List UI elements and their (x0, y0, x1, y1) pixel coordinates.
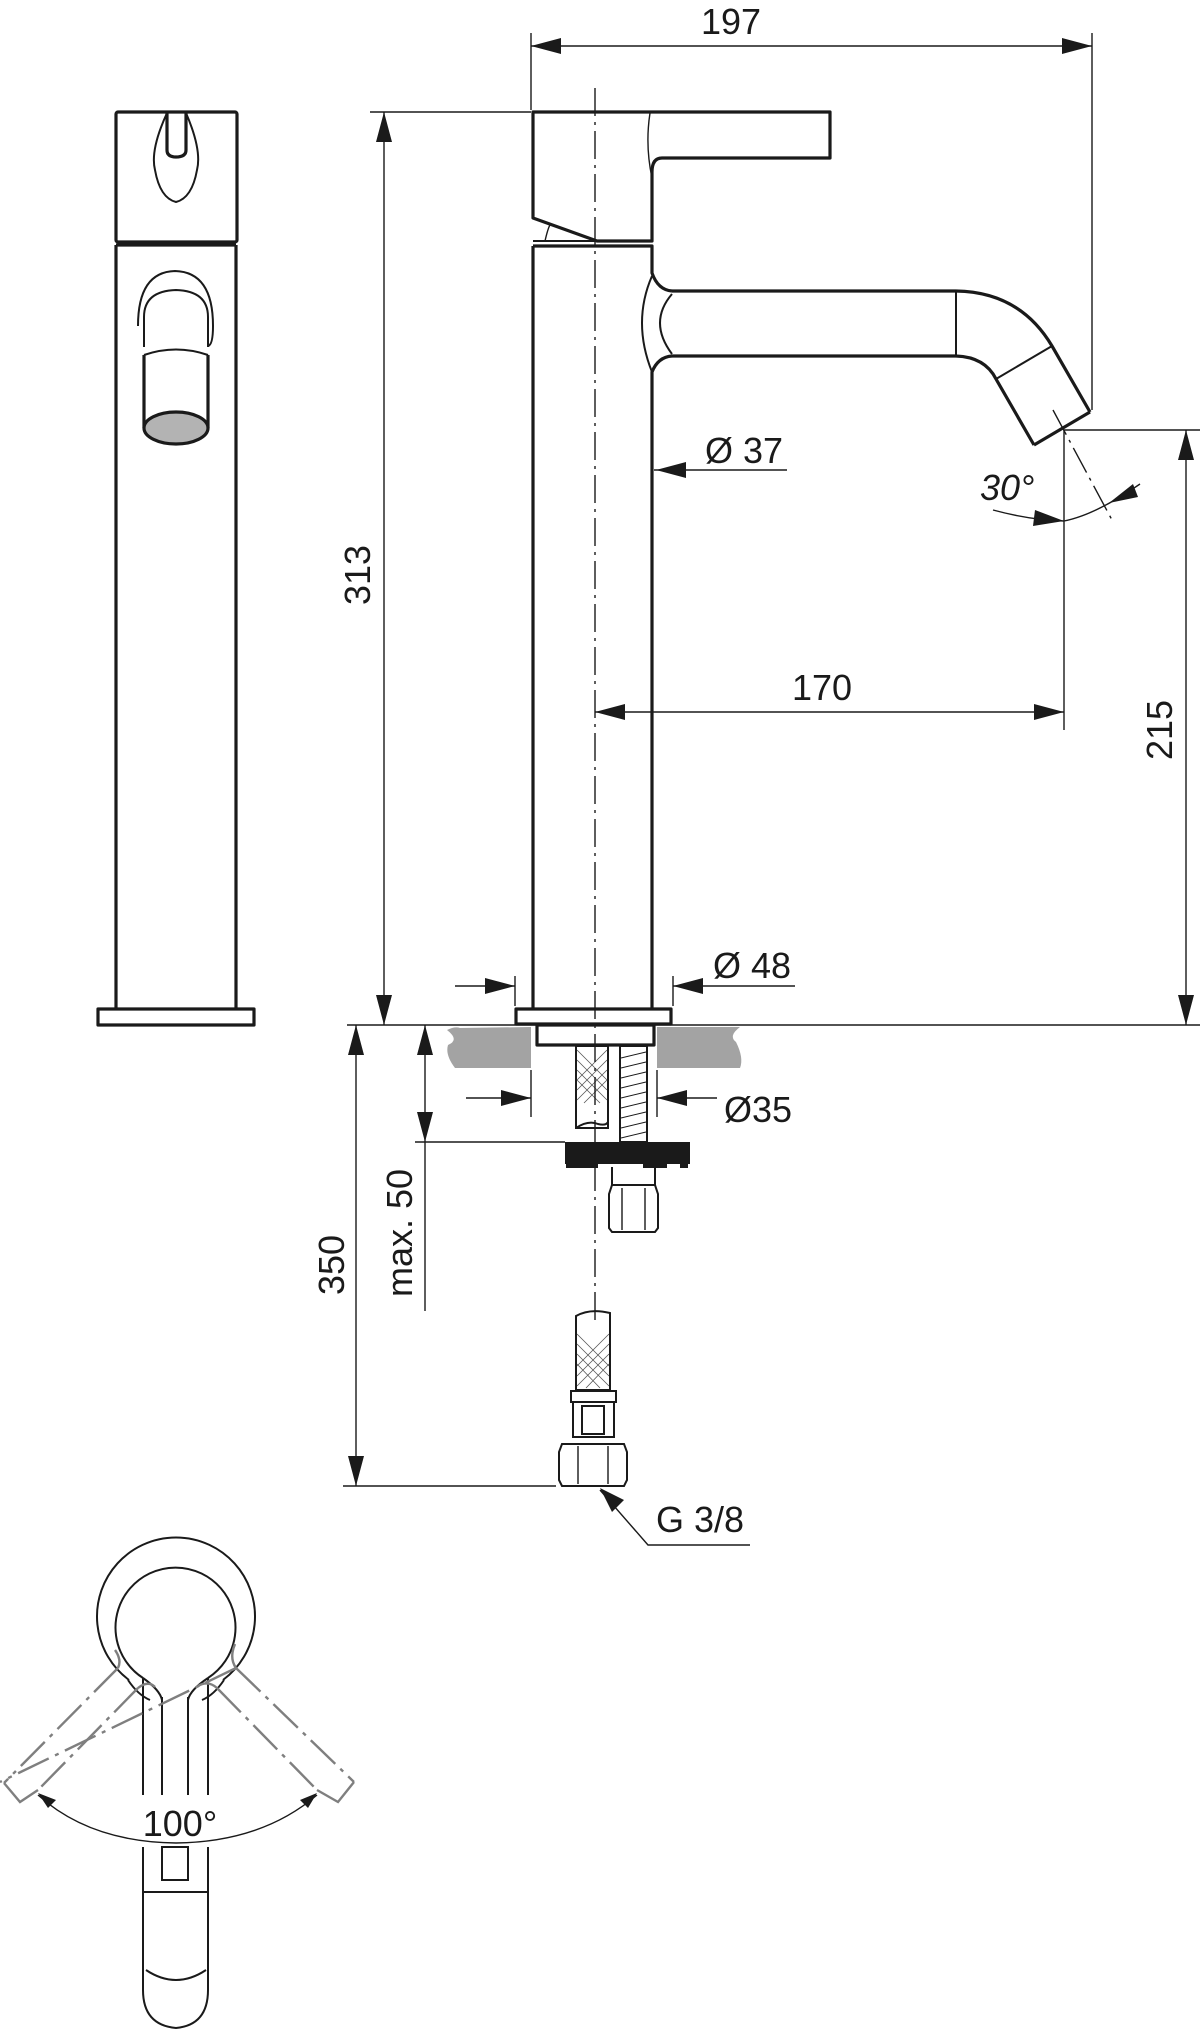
dim-max-50: max. 50 (379, 1169, 420, 1297)
dim-30-degree: 30° (980, 467, 1034, 508)
front-view (96, 110, 256, 1027)
dim-215: 215 (1139, 700, 1180, 760)
dim-170: 170 (792, 667, 852, 708)
top-view (0, 1536, 355, 2030)
dim-diameter-37: Ø 37 (705, 430, 783, 471)
dim-g-3-8: G 3/8 (656, 1499, 744, 1540)
dimension-lines (343, 33, 1200, 1546)
dimension-labels: 197 313 Ø 37 30° 170 215 Ø 48 Ø35 max. 5… (143, 1, 1180, 1844)
dim-313: 313 (337, 545, 378, 605)
dim-350: 350 (311, 1235, 352, 1295)
dim-diameter-35: Ø35 (724, 1089, 792, 1130)
dim-diameter-48: Ø 48 (713, 945, 791, 986)
side-view (447, 88, 1092, 1487)
dim-197: 197 (701, 1, 761, 42)
dim-100-degree: 100° (143, 1803, 217, 1844)
